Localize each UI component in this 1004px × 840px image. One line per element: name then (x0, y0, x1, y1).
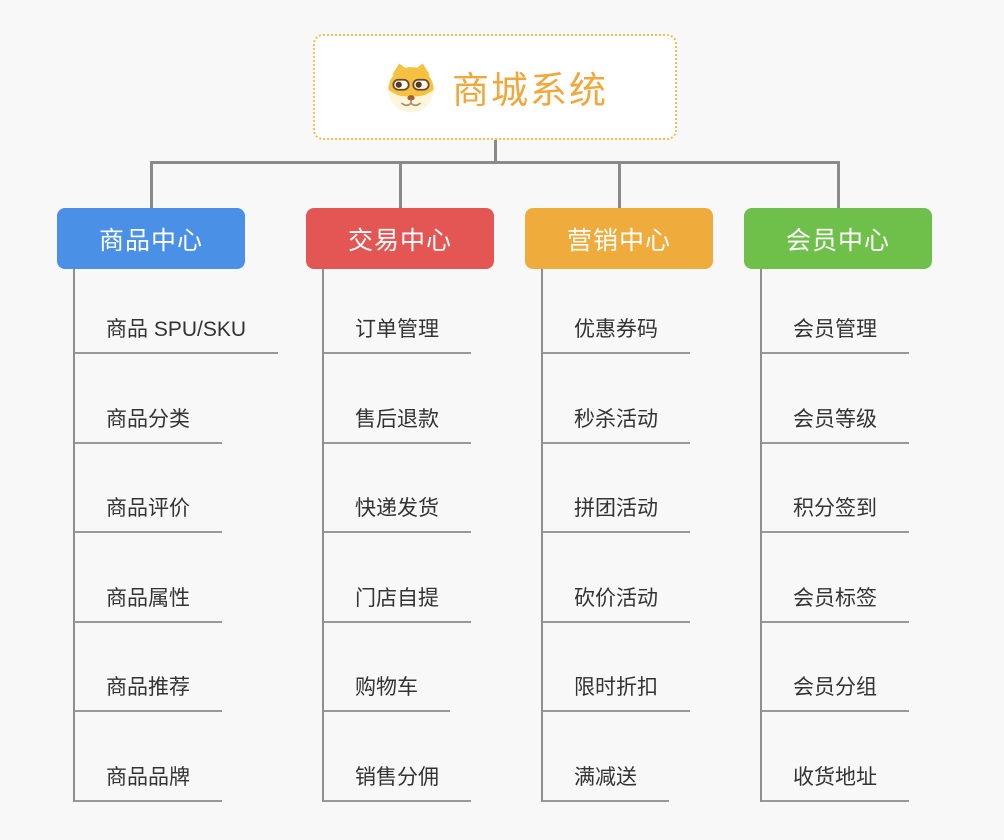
branch-column-product: 商品 SPU/SKU 商品分类 商品评价 商品属性 商品推荐 商品品牌 (73, 269, 313, 802)
leaf-node[interactable]: 会员分组 (760, 671, 909, 712)
branch-column-marketing: 优惠券码 秒杀活动 拼团活动 砍价活动 限时折扣 满减送 (541, 269, 781, 802)
leaf-slot: 拼团活动 (541, 444, 781, 533)
leaf-node[interactable]: 商品评价 (73, 492, 222, 533)
leaf-node[interactable]: 快递发货 (322, 492, 471, 533)
category-box-trade[interactable]: 交易中心 (306, 208, 494, 269)
leaf-node[interactable]: 商品属性 (73, 582, 222, 623)
root-node[interactable]: 商城系统 (313, 34, 677, 140)
leaf-slot: 积分签到 (760, 444, 1000, 533)
leaf-node[interactable]: 收货地址 (760, 761, 909, 802)
leaf-slot: 商品品牌 (73, 712, 313, 802)
leaf-slot: 会员等级 (760, 354, 1000, 444)
category-box-member[interactable]: 会员中心 (744, 208, 932, 269)
leaf-slot: 优惠券码 (541, 269, 781, 354)
leaf-node[interactable]: 商品分类 (73, 403, 222, 444)
leaf-slot: 砍价活动 (541, 533, 781, 623)
dog-face-icon (382, 60, 440, 114)
connector-bus (149, 161, 839, 164)
leaf-node[interactable]: 积分签到 (760, 492, 909, 533)
leaf-slot: 订单管理 (322, 269, 562, 354)
leaf-slot: 会员标签 (760, 533, 1000, 623)
leaf-node[interactable]: 售后退款 (322, 403, 471, 444)
branch-column-member: 会员管理 会员等级 积分签到 会员标签 会员分组 收货地址 (760, 269, 1000, 802)
leaf-slot: 购物车 (322, 623, 562, 712)
leaf-node[interactable]: 销售分佣 (322, 761, 471, 802)
leaf-node[interactable]: 拼团活动 (541, 492, 690, 533)
root-title: 商城系统 (452, 70, 608, 111)
connector-drop-product (149, 161, 153, 210)
leaf-node[interactable]: 订单管理 (322, 313, 471, 354)
branch-column-trade: 订单管理 售后退款 快递发货 门店自提 购物车 销售分佣 (322, 269, 562, 802)
category-box-marketing[interactable]: 营销中心 (525, 208, 713, 269)
leaf-node[interactable]: 会员等级 (760, 403, 909, 444)
leaf-slot: 快递发货 (322, 444, 562, 533)
connector-drop-member (836, 161, 840, 210)
category-box-product[interactable]: 商品中心 (57, 208, 245, 269)
leaf-node[interactable]: 商品品牌 (73, 761, 222, 802)
connector-drop-marketing (617, 161, 621, 210)
leaf-node[interactable]: 砍价活动 (541, 582, 690, 623)
leaf-node[interactable]: 商品推荐 (73, 671, 222, 712)
leaf-slot: 商品评价 (73, 444, 313, 533)
leaf-slot: 秒杀活动 (541, 354, 781, 444)
leaf-slot: 售后退款 (322, 354, 562, 444)
leaf-slot: 商品 SPU/SKU (73, 269, 313, 354)
leaf-node[interactable]: 满减送 (541, 761, 669, 802)
leaf-node[interactable]: 会员标签 (760, 582, 909, 623)
leaf-node[interactable]: 优惠券码 (541, 313, 690, 354)
leaf-node[interactable]: 秒杀活动 (541, 403, 690, 444)
leaf-slot: 收货地址 (760, 712, 1000, 802)
leaf-node[interactable]: 会员管理 (760, 313, 909, 354)
leaf-node[interactable]: 限时折扣 (541, 671, 690, 712)
leaf-slot: 销售分佣 (322, 712, 562, 802)
leaf-node[interactable]: 购物车 (322, 671, 450, 712)
leaf-slot: 门店自提 (322, 533, 562, 623)
leaf-slot: 商品分类 (73, 354, 313, 444)
leaf-node[interactable]: 门店自提 (322, 582, 471, 623)
connector-drop-trade (398, 161, 402, 210)
leaf-slot: 会员管理 (760, 269, 1000, 354)
leaf-slot: 商品属性 (73, 533, 313, 623)
connector-root-drop (493, 140, 497, 164)
leaf-slot: 限时折扣 (541, 623, 781, 712)
leaf-slot: 会员分组 (760, 623, 1000, 712)
leaf-node[interactable]: 商品 SPU/SKU (73, 313, 279, 354)
leaf-slot: 满减送 (541, 712, 781, 802)
leaf-slot: 商品推荐 (73, 623, 313, 712)
